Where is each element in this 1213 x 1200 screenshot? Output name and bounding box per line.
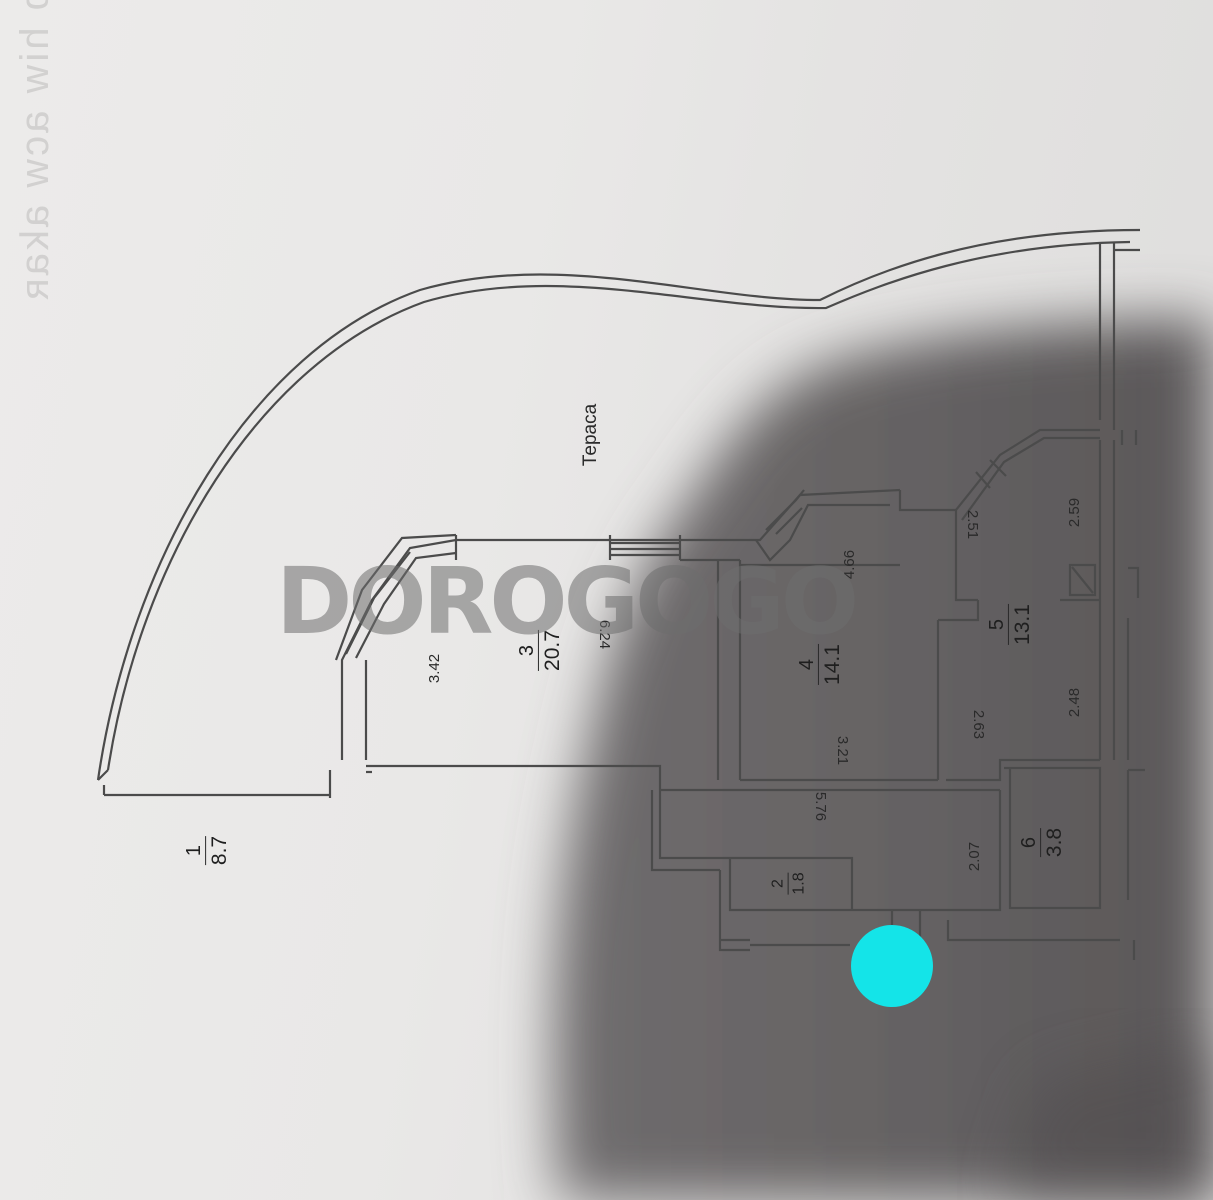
- room-5-label: 5 13.1: [986, 604, 1035, 645]
- location-marker-dot: [851, 925, 933, 1007]
- room-6-number: 6: [1018, 836, 1041, 849]
- dim-corridor-b: 2.07: [966, 841, 984, 872]
- room-3-walls: [334, 488, 901, 790]
- room-6-label: 6 3.8: [1018, 827, 1068, 858]
- dim-room3-a: 3.42: [426, 653, 444, 684]
- room-2-area: 1.8: [787, 872, 809, 895]
- watermark-logo: DOROGOGO: [276, 548, 859, 655]
- room-5-number: 5: [985, 618, 1008, 631]
- room-2-number: 2: [769, 879, 787, 888]
- room-4-walls: [716, 490, 980, 782]
- dim-corridor-a: 5.76: [812, 791, 830, 822]
- dim-room5-a: 2.51: [964, 509, 982, 540]
- room-2-label: 2 1.8: [769, 872, 809, 895]
- dim-room4-b: 3.21: [834, 735, 852, 766]
- outer-walls: [1098, 242, 1140, 760]
- room-one-label: 1 8.7: [183, 835, 233, 866]
- room-6-area: 3.8: [1040, 827, 1068, 858]
- dim-room5-d: 2.48: [1066, 687, 1084, 718]
- terrace-outline: [96, 228, 1141, 798]
- dim-room5-c: 2.63: [970, 709, 988, 740]
- room-5-area: 13.1: [1007, 604, 1035, 645]
- dim-room5-b: 2.59: [1066, 497, 1084, 528]
- terrace-label: Тераса: [580, 403, 602, 467]
- room-1-number: 1: [183, 844, 206, 857]
- room-6-walls: [1004, 618, 1145, 960]
- room-1-area: 8.7: [205, 835, 233, 866]
- room-5-walls: [946, 428, 1140, 782]
